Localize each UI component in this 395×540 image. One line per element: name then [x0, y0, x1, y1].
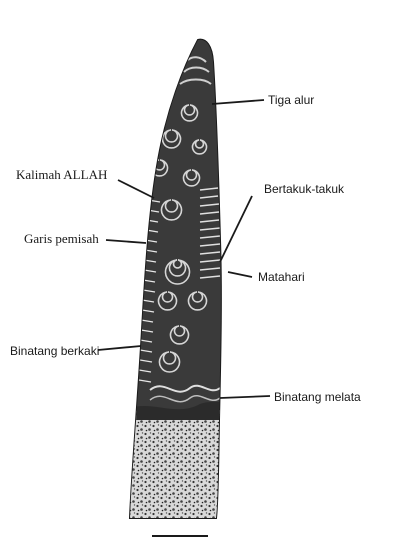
- leader-matahari: [228, 272, 252, 277]
- leader-tiga-alur: [212, 100, 264, 104]
- stone-body: [120, 36, 230, 536]
- label-binatang-berkaki: Binatang berkaki: [10, 344, 99, 358]
- label-matahari: Matahari: [258, 270, 305, 284]
- label-tiga-alur: Tiga alur: [268, 93, 314, 107]
- leader-bertakuk-takuk: [220, 196, 252, 262]
- leader-binatang-melata: [220, 396, 270, 398]
- label-binatang-melata: Binatang melata: [274, 390, 361, 404]
- label-kalimah-allah: Kalimah ALLAH: [16, 168, 107, 182]
- leader-garis-pemisah: [106, 240, 146, 243]
- label-bertakuk-takuk: Bertakuk-takuk: [264, 182, 344, 196]
- label-garis-pemisah: Garis pemisah: [24, 232, 99, 246]
- leader-binatang-berkaki: [98, 346, 141, 350]
- leader-kalimah-allah: [118, 180, 154, 198]
